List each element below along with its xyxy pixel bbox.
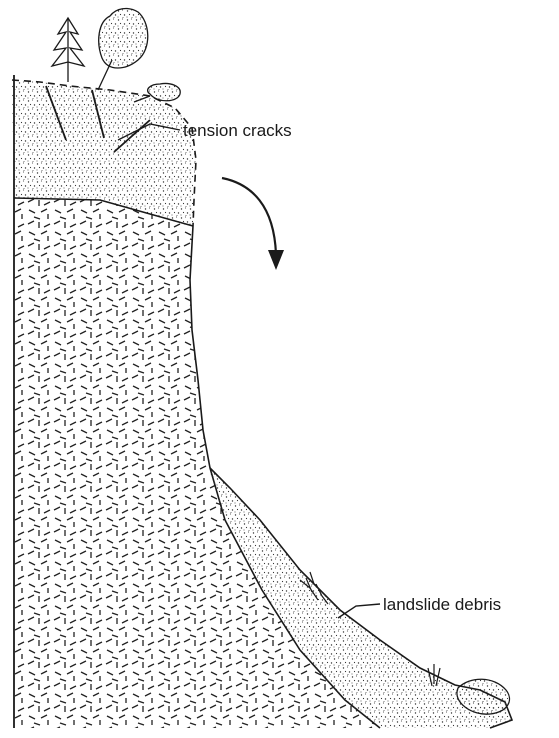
- conifer-tree-icon: [52, 18, 84, 82]
- shrub-icon: [134, 83, 180, 102]
- movement-arrow-icon: [222, 178, 284, 270]
- tension-cracks-label: tension cracks: [183, 121, 292, 140]
- landslide-debris-label: landslide debris: [383, 595, 501, 614]
- leafy-tree-icon: [98, 9, 148, 90]
